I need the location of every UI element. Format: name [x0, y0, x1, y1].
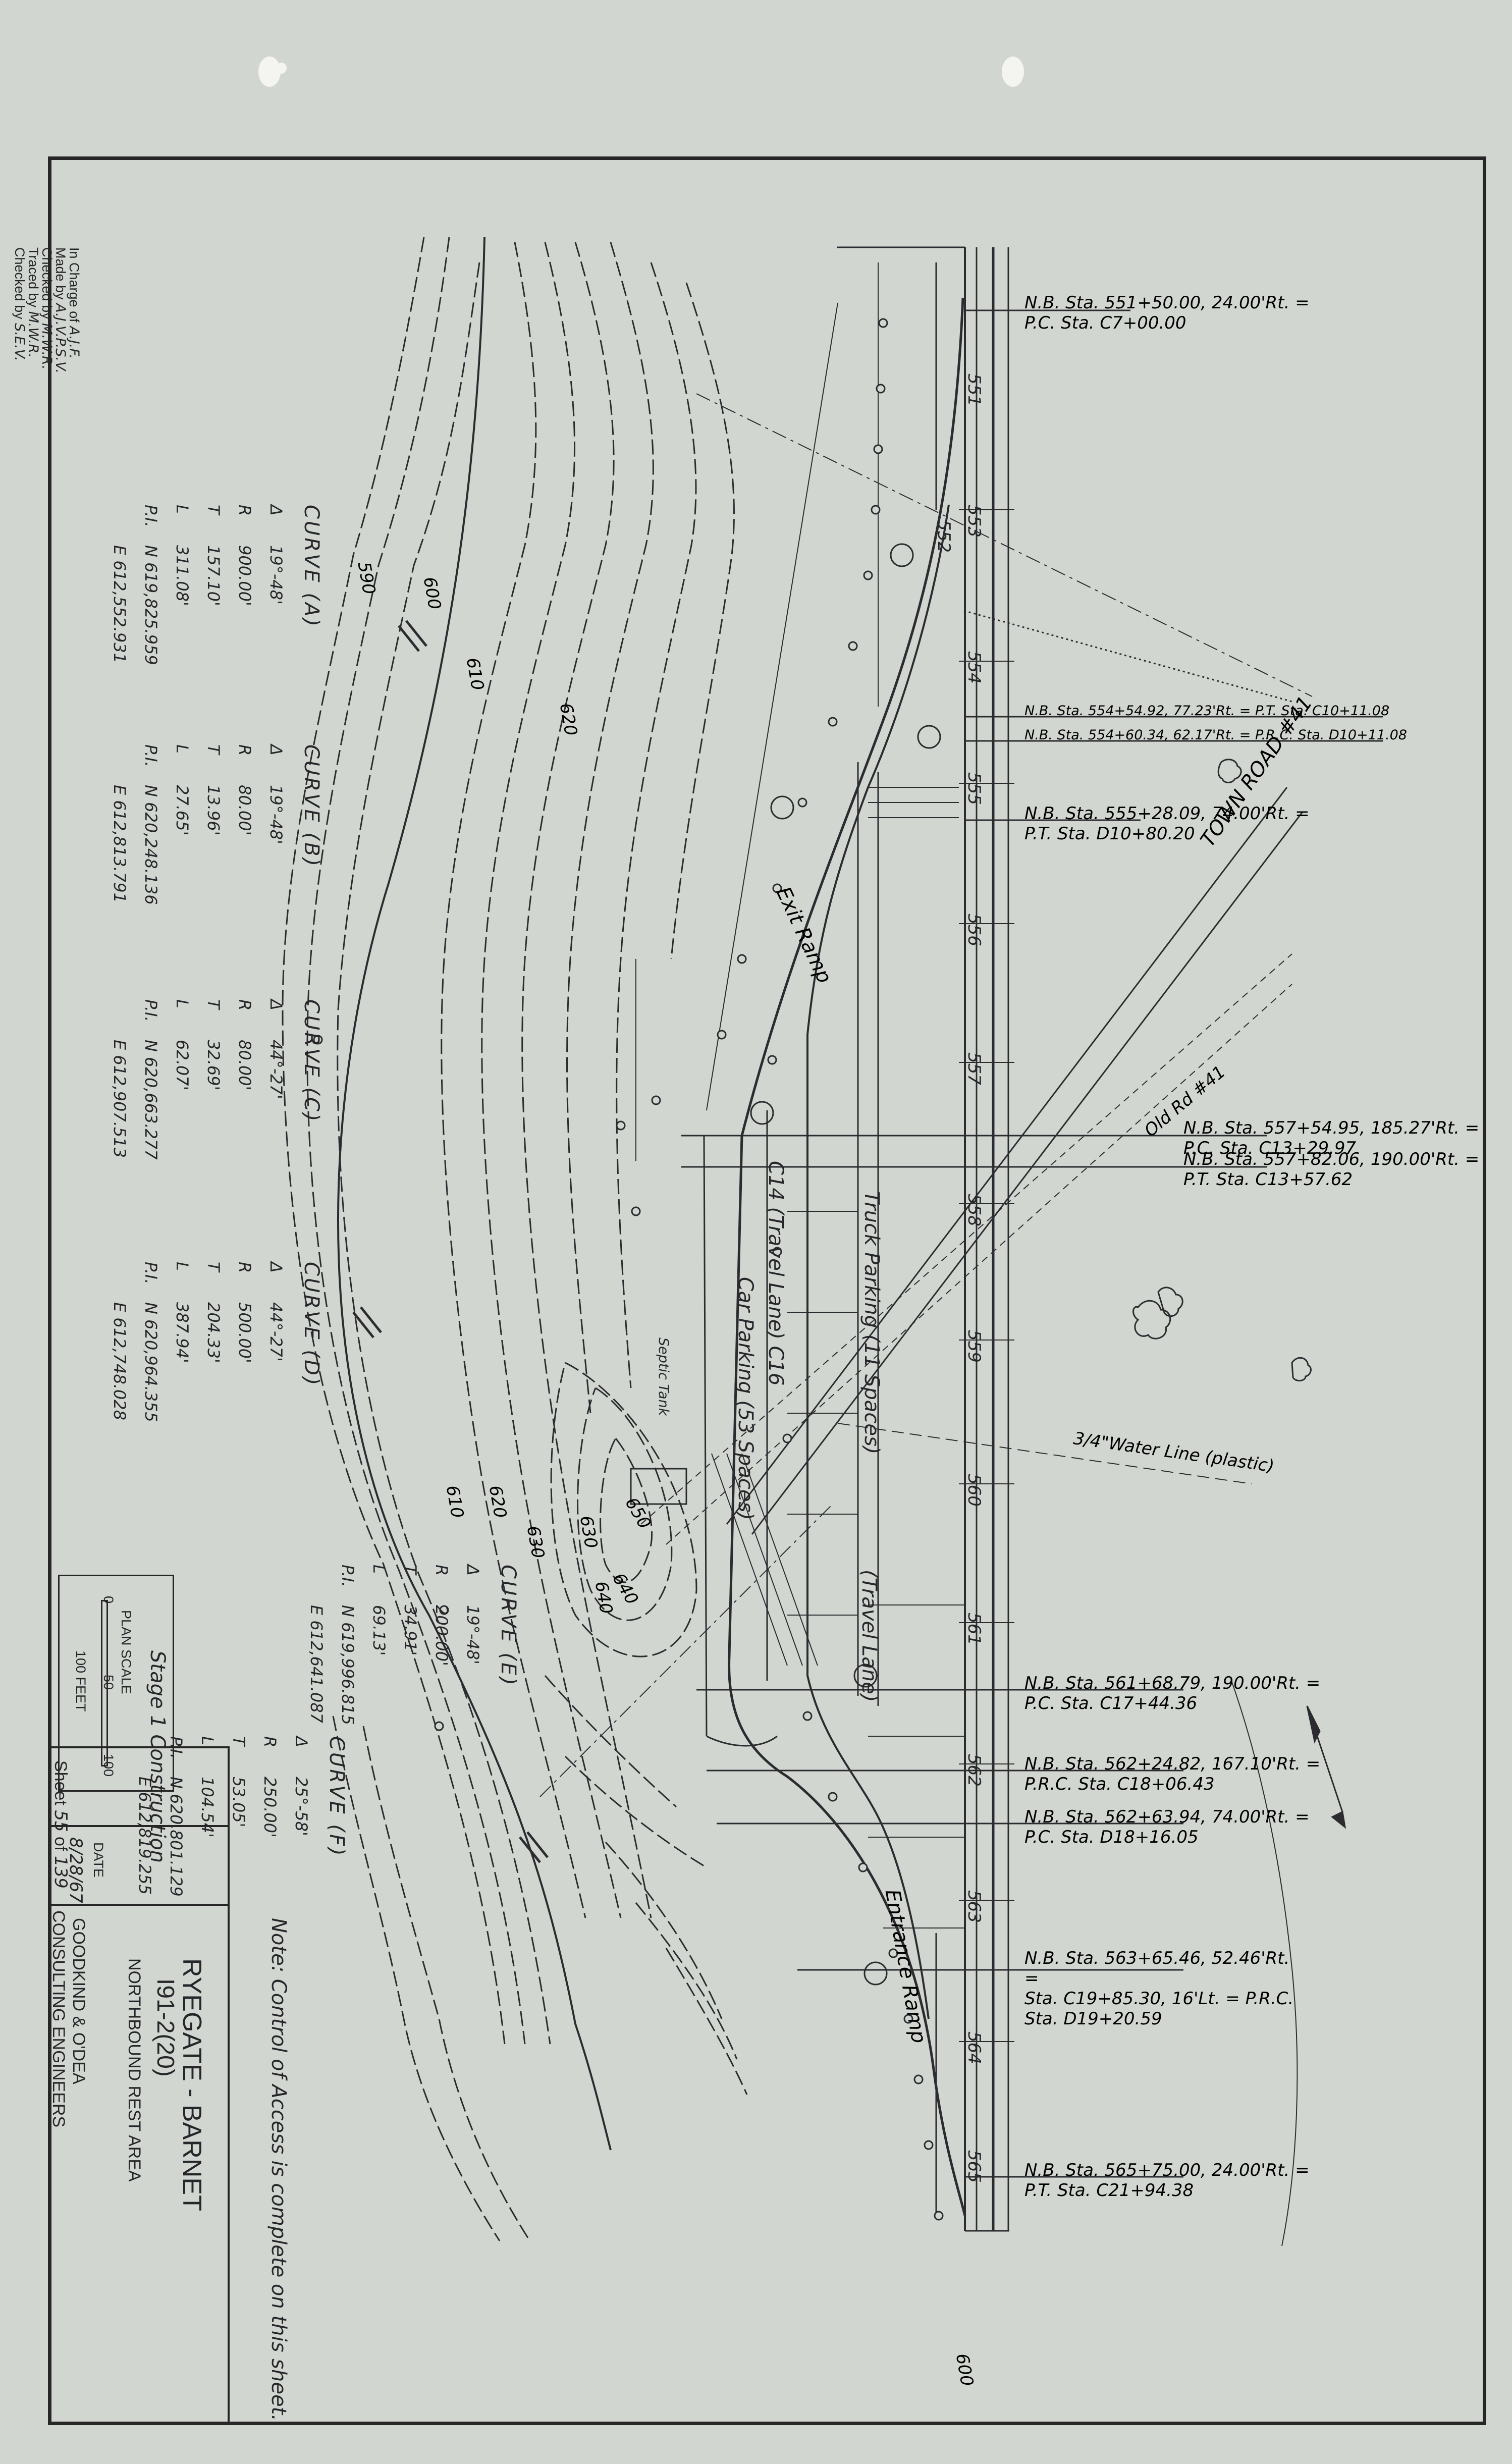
project-number: I91-2(20) [152, 1978, 179, 2077]
station-551: 551 [964, 373, 984, 406]
water-line [837, 1423, 1252, 1484]
title-block [48, 1746, 230, 2425]
travel-lane-label-2: (Travel Lane) [857, 1570, 881, 1702]
septic-tank-label: Septic Tank [656, 1337, 671, 1416]
station-561: 561 [964, 1613, 984, 1645]
callout-9: N.B. Sta. 562+63.94, 74.00'Rt. =P.C. Sta… [1024, 1807, 1310, 1847]
project-title: RYEGATE - BARNET [177, 1958, 206, 2211]
septic-tank-box [630, 1468, 687, 1505]
access-note: Note: Control of Access is complete on t… [267, 1918, 290, 2421]
old-road-edge-2 [666, 984, 1292, 1545]
callout-3: N.B. Sta. 554+60.34, 62.17'Rt. = P.R.C. … [1024, 727, 1407, 743]
credit-label: Checked by [39, 247, 55, 319]
survey-traverse [635, 262, 879, 1161]
access-hatch-marks [352, 620, 549, 1863]
car-parking-label: Car Parking (53 Spaces) [734, 1277, 757, 1520]
station-559: 559 [964, 1330, 984, 1363]
credits-block: In Charge of A.J.F. Made by A.J.V.P.S.V.… [12, 247, 82, 373]
ramp-outer-edge [728, 297, 966, 2216]
curve-title: CURVE (A) [300, 505, 323, 628]
curve-id-markers [750, 543, 941, 1986]
curve-title: CURVE (E) [497, 1565, 520, 1687]
north-arrow [1306, 1705, 1346, 1829]
scale-unit: 100 FEET [73, 1650, 88, 1712]
callout-6: N.B. Sta. 557+82.06, 190.00'Rt. =P.T. St… [1183, 1149, 1480, 1190]
station-555: 555 [964, 772, 984, 805]
callout-1: N.B. Sta. 551+50.00, 24.00'Rt. =P.C. Sta… [1024, 293, 1310, 333]
entrance-ramp-inner [806, 1156, 930, 2019]
car-parking-edge [703, 1135, 708, 1737]
curve-title: CURVE (D) [300, 1262, 323, 1387]
callout-4: N.B. Sta. 555+28.09, 74.00'Rt. =P.T. Sta… [1024, 804, 1310, 844]
punch-hole-left [258, 57, 281, 87]
curve-title: CURVE (B) [300, 744, 323, 869]
survey-points [313, 318, 944, 2221]
curve-title: CURVE (F) [325, 1736, 348, 1858]
scale-bar [101, 1600, 108, 1766]
callout-5: N.B. Sta. 557+54.95, 185.27'Rt. =P.C. St… [1183, 1118, 1480, 1158]
property-line [696, 393, 1313, 697]
tree-symbols [1132, 759, 1312, 1381]
area-title: NORTHBOUND REST AREA [125, 1958, 144, 2182]
travel-lane-label-1: C14 (Travel Lane) C16 [764, 1161, 787, 1386]
truck-parking-label: Truck Parking (11 Spaces) [860, 1191, 883, 1455]
callout-7: N.B. Sta. 561+68.79, 190.00'Rt. =P.C. St… [1024, 1673, 1321, 1713]
station-562: 562 [964, 1754, 984, 1787]
scale-title: PLAN SCALE [119, 1610, 134, 1694]
sheet-border [48, 156, 1486, 2425]
station-552: 552 [934, 520, 954, 553]
right-of-way-line [539, 1504, 833, 1797]
old-road-edge-1 [640, 953, 1292, 1525]
punch-hole-small [277, 63, 287, 74]
station-564: 564 [964, 2031, 984, 2064]
firm-name: GOODKIND & O'DEA [69, 1918, 88, 2084]
station-560: 560 [964, 1474, 984, 1507]
date-label: DATE [91, 1842, 106, 1878]
callout-leaders [681, 309, 1383, 2178]
callout-11: N.B. Sta. 565+75.00, 24.00'Rt. =P.T. Sta… [1024, 2160, 1310, 2201]
station-563: 563 [964, 1890, 984, 1923]
station-557: 557 [964, 1052, 984, 1085]
scale-tick-50: 50 [101, 1675, 116, 1690]
callout-8: N.B. Sta. 562+24.82, 167.10'Rt. =P.R.C. … [1024, 1754, 1321, 1794]
parking-stall-lines [787, 787, 964, 1929]
car-parking-bottom [706, 1735, 778, 1747]
sheet-number-cell [48, 1746, 230, 1827]
station-554: 554 [964, 651, 984, 684]
curve-title: CURVE (C) [300, 999, 323, 1123]
punch-hole-right [1002, 57, 1024, 87]
scale-box [58, 1575, 174, 1792]
credit-label: In Charge of [67, 247, 82, 323]
firm-subtitle: CONSULTING ENGINEERS [49, 1910, 68, 2128]
firm-cell [48, 1904, 230, 2425]
leach-field-lines [711, 1453, 818, 1666]
station-565: 565 [964, 2150, 984, 2183]
contour-lines [282, 237, 748, 2241]
station-553: 553 [964, 505, 984, 538]
callout-2: N.B. Sta. 554+54.92, 77.23'Rt. = P.T. St… [1024, 703, 1390, 719]
credit-label: Made by [53, 247, 68, 300]
town-road-edge-1 [726, 787, 1288, 1525]
scale-tick-0: 0 [101, 1596, 116, 1604]
station-558: 558 [964, 1194, 984, 1226]
callout-10: N.B. Sta. 563+65.46, 52.46'Rt. =Sta. C19… [1024, 1948, 1294, 2029]
town-road-edge-2 [751, 812, 1303, 1535]
east-boundary-curve [1231, 1680, 1298, 2246]
credit-label: Traced by [26, 247, 41, 308]
station-ticks [959, 509, 1014, 2042]
date-value: 8/28/67 [66, 1837, 86, 1904]
limited-access-line [337, 237, 612, 2151]
station-556: 556 [964, 914, 984, 946]
fence-line [963, 610, 1292, 703]
credit-label: Checked by [12, 247, 27, 319]
